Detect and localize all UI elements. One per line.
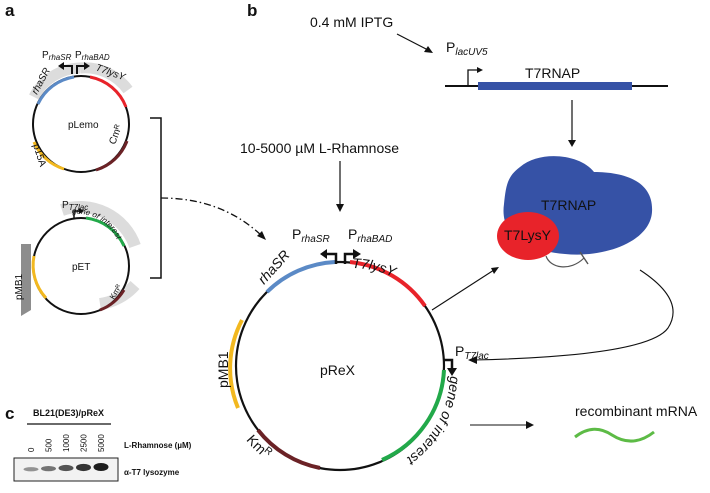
prex-prom-left-arrow xyxy=(325,252,338,264)
pet-prom-label: PT7lac xyxy=(62,200,88,212)
pet-kmr-segment xyxy=(99,289,126,312)
t7lysy-expression-arrow xyxy=(431,269,495,311)
t7lysy-protein-label: T7LysY xyxy=(504,227,552,243)
prex-prom-rhasr-label: PrhaSR xyxy=(292,226,330,245)
blot-band xyxy=(76,463,91,472)
blot-band xyxy=(93,463,109,471)
plemo-plasmid: PrhaSR PrhaBAD rhaSR T7lysY pLemo p15A C… xyxy=(29,50,133,173)
panel-a-label: a xyxy=(5,1,15,20)
western-blot-panel: BL21(DE3)/pReX L-Rhamnose (µM) 0 500 1000 2… xyxy=(13,408,192,482)
placuv5-label: PlacUV5 xyxy=(446,39,488,58)
mrna-squiggle xyxy=(574,427,655,443)
prex-rhasr-label: rhaSR xyxy=(254,247,292,287)
pet-pmb1-label: pMB1 xyxy=(14,273,25,300)
plemo-cmr-label: Cmᴿ xyxy=(107,123,124,146)
panel-b-label: b xyxy=(247,1,257,20)
prex-name: pReX xyxy=(320,362,356,378)
inhibition-arc xyxy=(545,255,585,268)
prex-t7lysy-segment xyxy=(349,260,427,308)
pet-gray-arc-top xyxy=(60,201,141,249)
plemo-name: pLemo xyxy=(68,120,99,131)
plemo-backbone xyxy=(32,75,130,173)
plemo-gray-arc-left xyxy=(29,62,81,100)
blot-conc-label: L-Rhamnose (µM) xyxy=(124,441,192,450)
prex-t7lac-arrow xyxy=(444,358,454,370)
dash-dot-arrow xyxy=(160,197,263,237)
prex-goi-segment xyxy=(381,369,446,462)
plasmid-bracket xyxy=(150,117,162,279)
pet-pmb1-box xyxy=(21,244,31,316)
blot-lane-label: 5000 xyxy=(97,434,106,452)
t7rnap-gene-box xyxy=(478,82,632,90)
blot-lane-label: 1000 xyxy=(62,434,71,452)
blot-lane-label: 500 xyxy=(45,438,54,452)
panel-c-label: c xyxy=(5,404,14,423)
t7rnap-protein-label: T7RNAP xyxy=(541,197,596,213)
plemo-prom-rhasr-label: PrhaSR xyxy=(42,50,72,62)
plemo-prom-rhabad-label: PrhaBAD xyxy=(75,50,110,62)
recombinant-mrna-label: recombinant mRNA xyxy=(575,403,698,419)
inhibition-bar xyxy=(579,251,589,265)
pet-name: pET xyxy=(72,262,90,273)
blot-band xyxy=(58,464,74,472)
prex-pmb1-segment xyxy=(228,319,244,409)
blot-lane-label: 0 xyxy=(27,447,36,452)
placuv5-arrow xyxy=(467,69,479,86)
t7lysy-protein xyxy=(497,212,559,260)
iptg-label: 0.4 mM IPTG xyxy=(310,14,393,30)
plemo-rhasr-segment xyxy=(36,75,75,105)
iptg-arrow xyxy=(396,33,429,51)
blot-band xyxy=(23,467,39,472)
prex-kmr-segment xyxy=(256,428,321,470)
plemo-p15a-segment xyxy=(32,141,65,171)
prex-goi-label: gene of interest xyxy=(403,376,463,470)
pet-goi-segment xyxy=(85,216,126,247)
prex-plasmid: PrhaSR PrhaBAD PT7lac rhaSR T7lysY pMB1 … xyxy=(215,226,489,472)
plemo-cmr-segment xyxy=(95,140,129,172)
t7rnap-to-promoter-arrow xyxy=(473,269,674,361)
prex-prom-rhabad-label: PrhaBAD xyxy=(348,226,392,245)
plemo-t7lysy-segment xyxy=(89,75,128,108)
blot-title: BL21(DE3)/pReX xyxy=(33,408,104,418)
plemo-p15a-label: p15A xyxy=(30,143,48,169)
blot-band-label: α-T7 lysozyme xyxy=(124,468,180,477)
rhamnose-label: 10-5000 µM L-Rhamnose xyxy=(240,140,399,156)
blot-bands xyxy=(23,463,109,472)
pet-plasmid: PT7lac gene of interest pMB1 pET Kmᴿ xyxy=(14,200,141,316)
pet-pmb1-segment xyxy=(31,255,48,300)
blot-lane-label: 2500 xyxy=(80,434,89,452)
plemo-prom-right-arrow xyxy=(76,65,86,74)
pet-prom-arrow xyxy=(73,210,80,219)
prex-backbone xyxy=(234,260,446,472)
prex-t7lysy-label: T7lysY xyxy=(352,255,400,280)
plemo-prom-left-arrow xyxy=(62,65,73,74)
blot-lane-labels: 0 500 1000 2500 5000 xyxy=(27,434,106,452)
t7rnap-gene-label: T7RNAP xyxy=(525,65,580,81)
prex-pmb1-label: pMB1 xyxy=(215,351,231,388)
prex-prom-right-arrow xyxy=(343,252,355,264)
prex-rhasr-segment xyxy=(265,260,336,294)
blot-band xyxy=(41,466,56,472)
